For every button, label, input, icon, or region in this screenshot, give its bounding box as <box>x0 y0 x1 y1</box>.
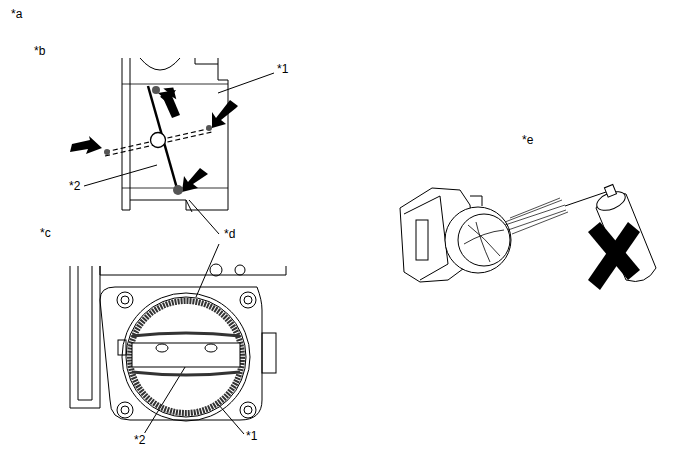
callout-label: *b <box>33 44 46 58</box>
callout-label: *2 <box>133 433 146 447</box>
callout-label: *a <box>10 7 23 21</box>
callout-label: *1 <box>276 62 289 76</box>
callout-label: *e <box>521 133 534 147</box>
callout-label: *d <box>223 227 236 241</box>
callout-label: *c <box>39 226 52 240</box>
callout-label: *2 <box>68 179 81 193</box>
callout-label: *1 <box>245 429 258 443</box>
